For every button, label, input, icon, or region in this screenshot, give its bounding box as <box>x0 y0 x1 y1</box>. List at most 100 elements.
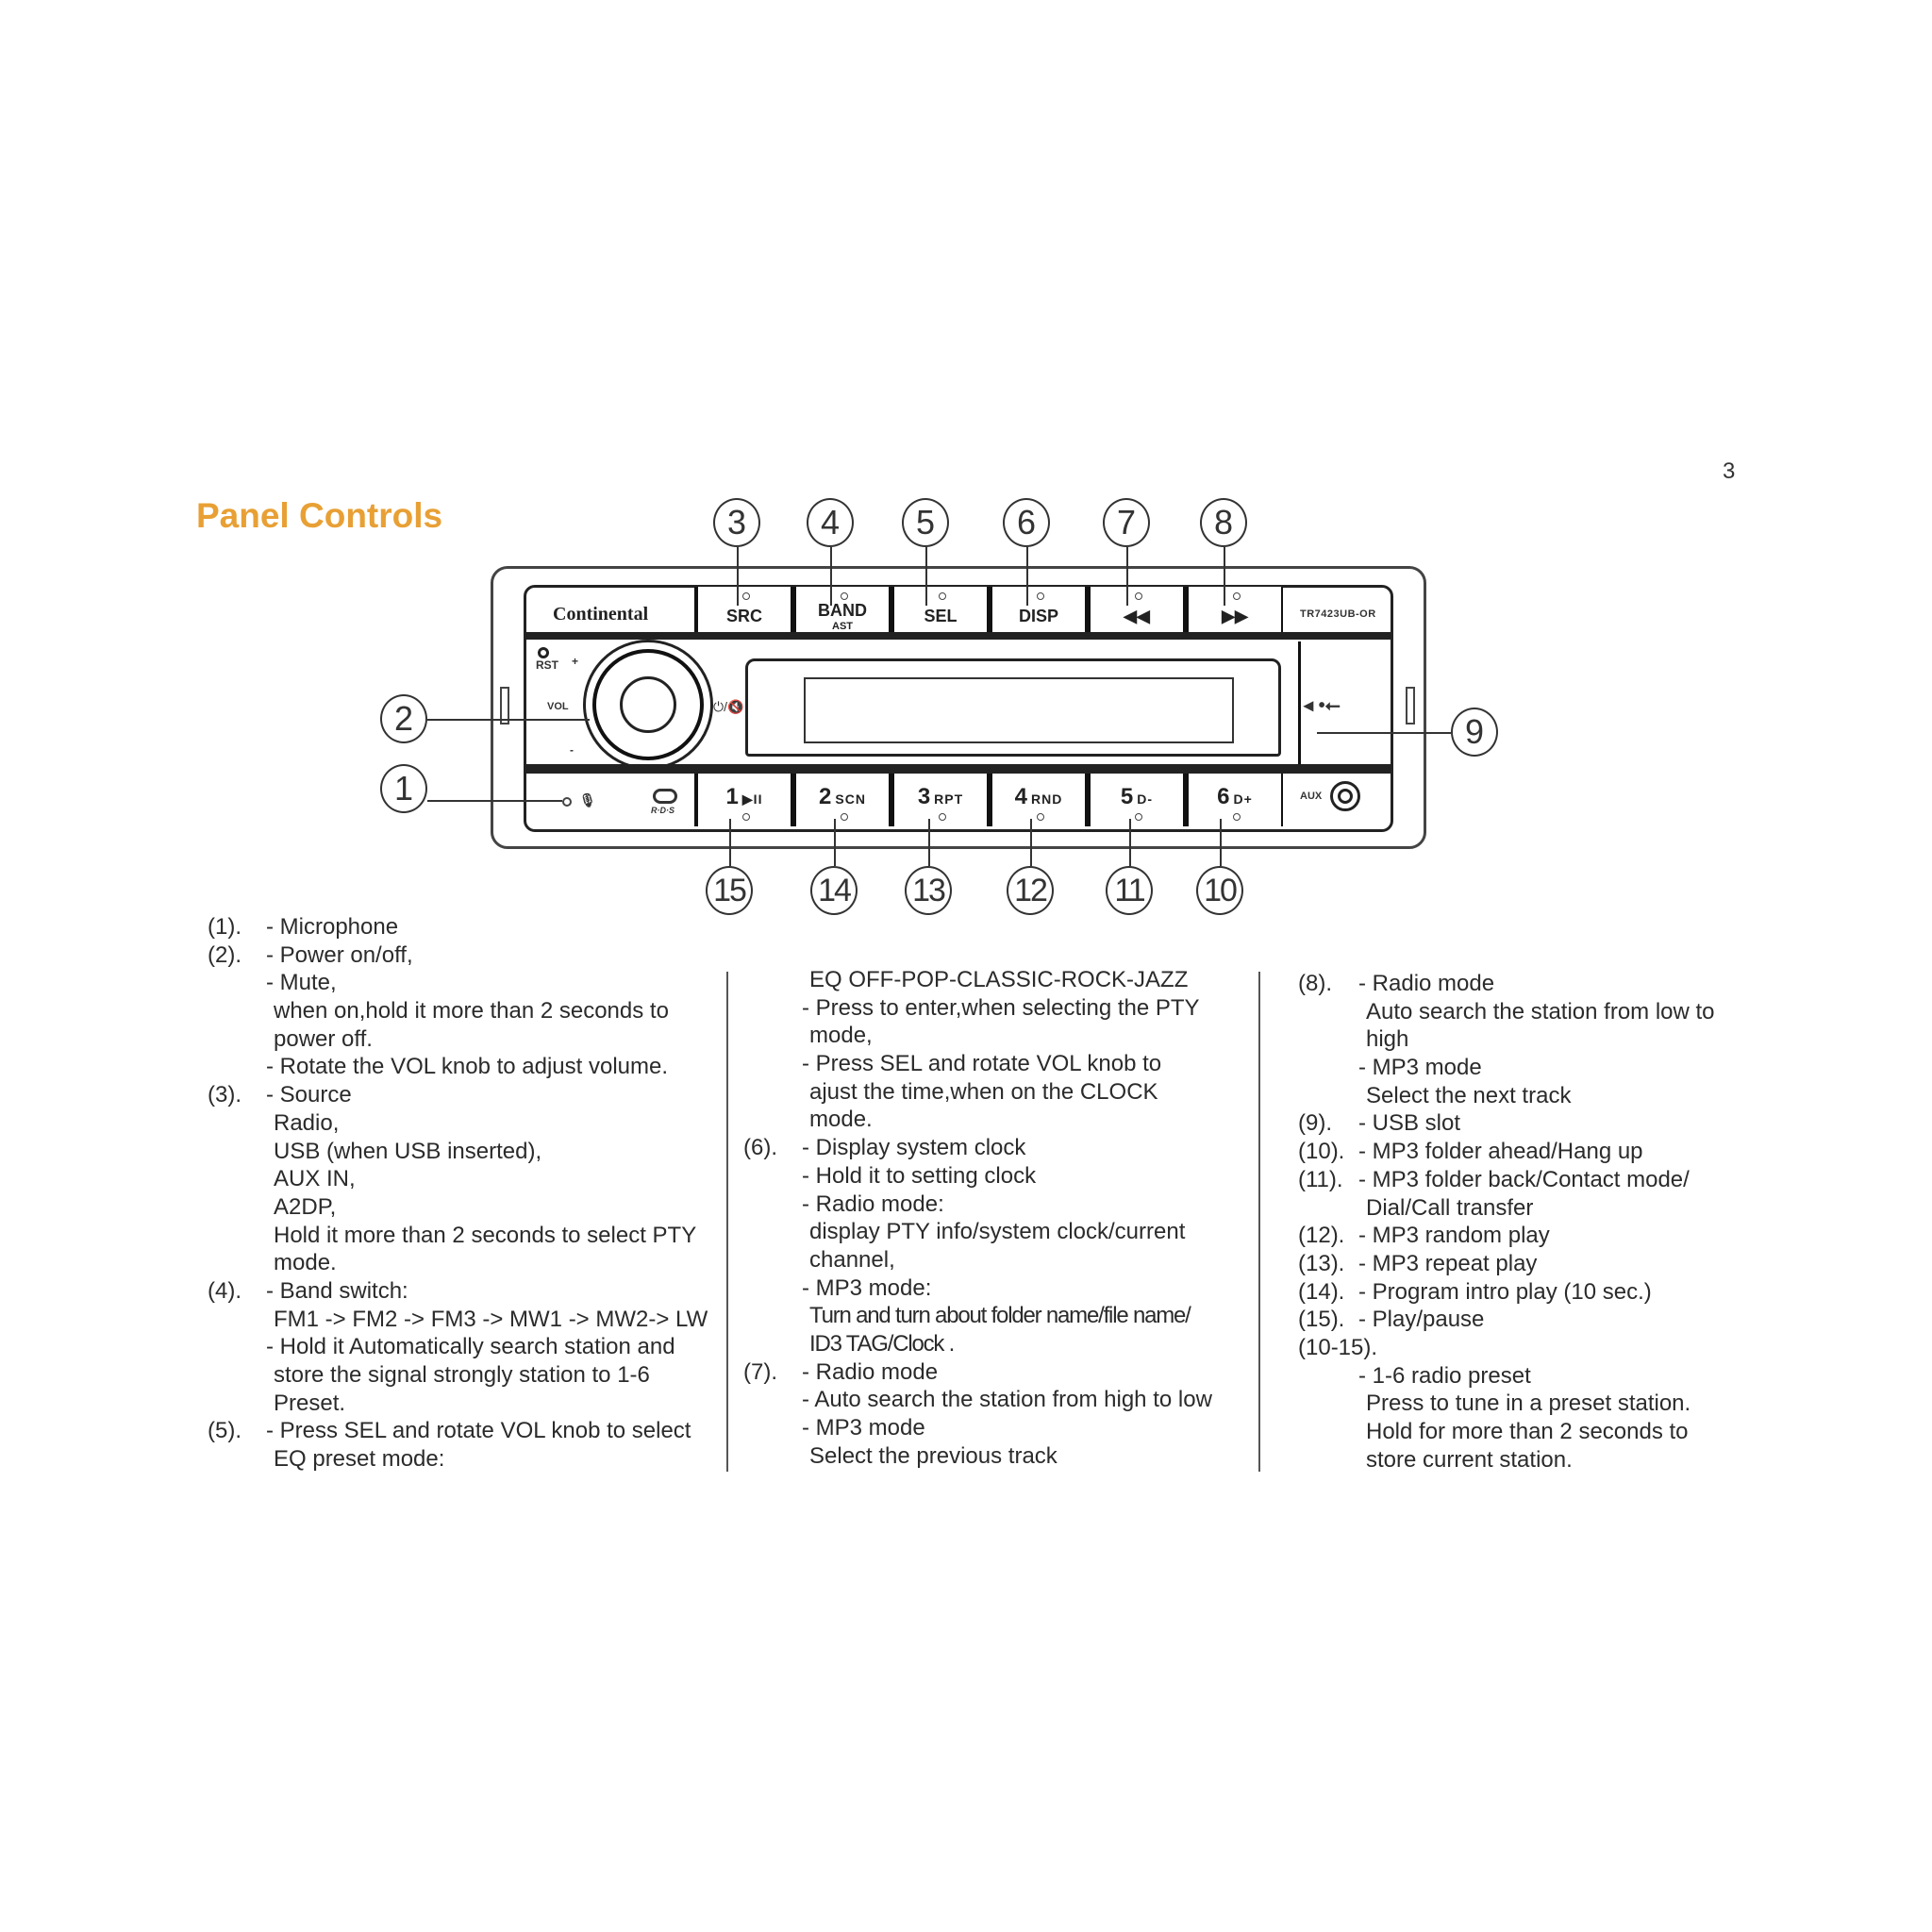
aux-jack[interactable] <box>1330 781 1360 811</box>
item-text: USB (when USB inserted), <box>274 1138 542 1164</box>
brand-logo: Continental <box>553 604 649 625</box>
item-text: mode. <box>809 1107 873 1133</box>
led-dot <box>841 592 848 600</box>
aux-label: AUX <box>1300 791 1323 802</box>
button-sublabel: AST <box>832 620 853 632</box>
item-text: - Radio mode <box>802 1358 939 1385</box>
column-divider-2 <box>1258 972 1260 1472</box>
button-disp[interactable]: DISP <box>989 587 1087 638</box>
volume-plus-label: + <box>572 655 579 668</box>
description-line: - Rotate the VOL knob to adjust volume. <box>208 1053 736 1081</box>
model-label: TR7423UB-OR <box>1300 608 1376 620</box>
item-text: - Press SEL and rotate VOL knob to selec… <box>266 1418 691 1444</box>
leader-line <box>928 819 930 866</box>
description-line: (14).- Program intro play (10 sec.) <box>1298 1278 1770 1307</box>
item-index: (2). <box>208 941 242 968</box>
description-line: (3).- Source <box>208 1081 736 1109</box>
item-text: - Auto search the station from high to l… <box>802 1387 1212 1413</box>
button-fast-forward[interactable]: ▶▶ <box>1185 587 1283 638</box>
leader-line <box>925 547 927 606</box>
item-text: - Press SEL and rotate VOL knob to <box>802 1051 1162 1077</box>
callout-9: 9 <box>1451 708 1498 757</box>
item-text: power off. <box>274 1025 373 1052</box>
item-text: - Hold it Automatically search station a… <box>266 1334 675 1360</box>
callout-13: 13 <box>905 866 952 915</box>
preset-number: 2 <box>819 784 832 809</box>
preset-function-label: RPT <box>934 791 964 807</box>
usb-slot[interactable] <box>1298 641 1392 764</box>
description-line: channel, <box>743 1246 1234 1274</box>
description-line: power off. <box>208 1025 736 1054</box>
description-line: - Press to enter,when selecting the PTY <box>743 994 1234 1023</box>
item-index: (15). <box>1298 1307 1345 1333</box>
preset-button-1[interactable]: 1▶II <box>694 774 792 826</box>
description-line: (11). - MP3 folder back/Contact mode/ <box>1298 1166 1770 1194</box>
page-number: 3 <box>1723 458 1736 484</box>
description-line: (15).- Play/pause <box>1298 1306 1770 1334</box>
item-text: ajust the time,when on the CLOCK <box>809 1078 1158 1105</box>
item-text: - Power on/off, <box>266 941 413 968</box>
item-text: AUX IN, <box>274 1166 356 1192</box>
item-text: - Radio mode <box>1358 971 1495 996</box>
item-text: - Mute, <box>266 970 337 996</box>
preset-number: 3 <box>917 784 931 809</box>
leader-line <box>1129 819 1131 866</box>
description-line: - MP3 mode <box>1298 1054 1770 1082</box>
led-dot <box>1037 592 1044 600</box>
volume-minus-label: - <box>570 743 574 757</box>
description-line: - Mute, <box>208 969 736 997</box>
description-line: - 1-6 radio preset <box>1298 1362 1770 1391</box>
item-text: Auto search the station from low to <box>1366 998 1715 1024</box>
description-line: - MP3 mode <box>743 1414 1234 1442</box>
description-line: Preset. <box>208 1390 736 1418</box>
led-dot <box>1037 813 1044 821</box>
item-index: (11). <box>1298 1166 1343 1192</box>
description-line: - Press SEL and rotate VOL knob to <box>743 1050 1234 1078</box>
led-dot <box>841 813 848 821</box>
item-text: - 1-6 radio preset <box>1358 1362 1531 1389</box>
mount-slot-right <box>1406 687 1415 724</box>
description-line: - Auto search the station from high to l… <box>743 1386 1234 1414</box>
callout-12: 12 <box>1007 866 1054 915</box>
button-sel[interactable]: SEL <box>891 587 989 638</box>
description-line: USB (when USB inserted), <box>208 1138 736 1166</box>
callout-14: 14 <box>810 866 858 915</box>
button-rewind[interactable]: ◀◀ <box>1087 587 1185 638</box>
item-text: - Microphone <box>266 914 399 940</box>
description-column-1: (1).- Microphone(2).- Power on/off,- Mut… <box>208 913 736 1474</box>
description-line: Select the next track <box>1298 1082 1770 1110</box>
item-text: - Program intro play (10 sec.) <box>1358 1278 1652 1305</box>
column-divider-1 <box>726 972 728 1472</box>
led-dot <box>742 592 750 600</box>
item-text: - Source <box>266 1082 352 1108</box>
description-line: Turn and turn about folder name/file nam… <box>743 1302 1234 1330</box>
reset-button[interactable] <box>538 647 549 658</box>
item-index: (10). <box>1298 1139 1345 1165</box>
bottom-divider <box>526 764 1391 774</box>
button-src[interactable]: SRC <box>694 587 792 638</box>
description-line: (8).- Radio mode <box>1298 970 1770 998</box>
button-label: SEL <box>924 606 958 625</box>
description-line: (9).- USB slot <box>1298 1109 1770 1138</box>
rds-logo: R·D·S <box>651 806 675 815</box>
page-title: Panel Controls <box>196 496 443 535</box>
led-dot <box>939 813 946 821</box>
description-line: Press to tune in a preset station. <box>1298 1390 1770 1418</box>
lcd-display <box>804 677 1234 743</box>
leader-line <box>830 547 832 606</box>
item-text: - MP3 folder back/Contact mode/ <box>1358 1166 1690 1192</box>
item-text: Hold for more than 2 seconds to <box>1366 1419 1689 1444</box>
description-line: Auto search the station from low to <box>1298 998 1770 1026</box>
item-text: - MP3 random play <box>1358 1223 1550 1249</box>
led-dot <box>1135 813 1142 821</box>
